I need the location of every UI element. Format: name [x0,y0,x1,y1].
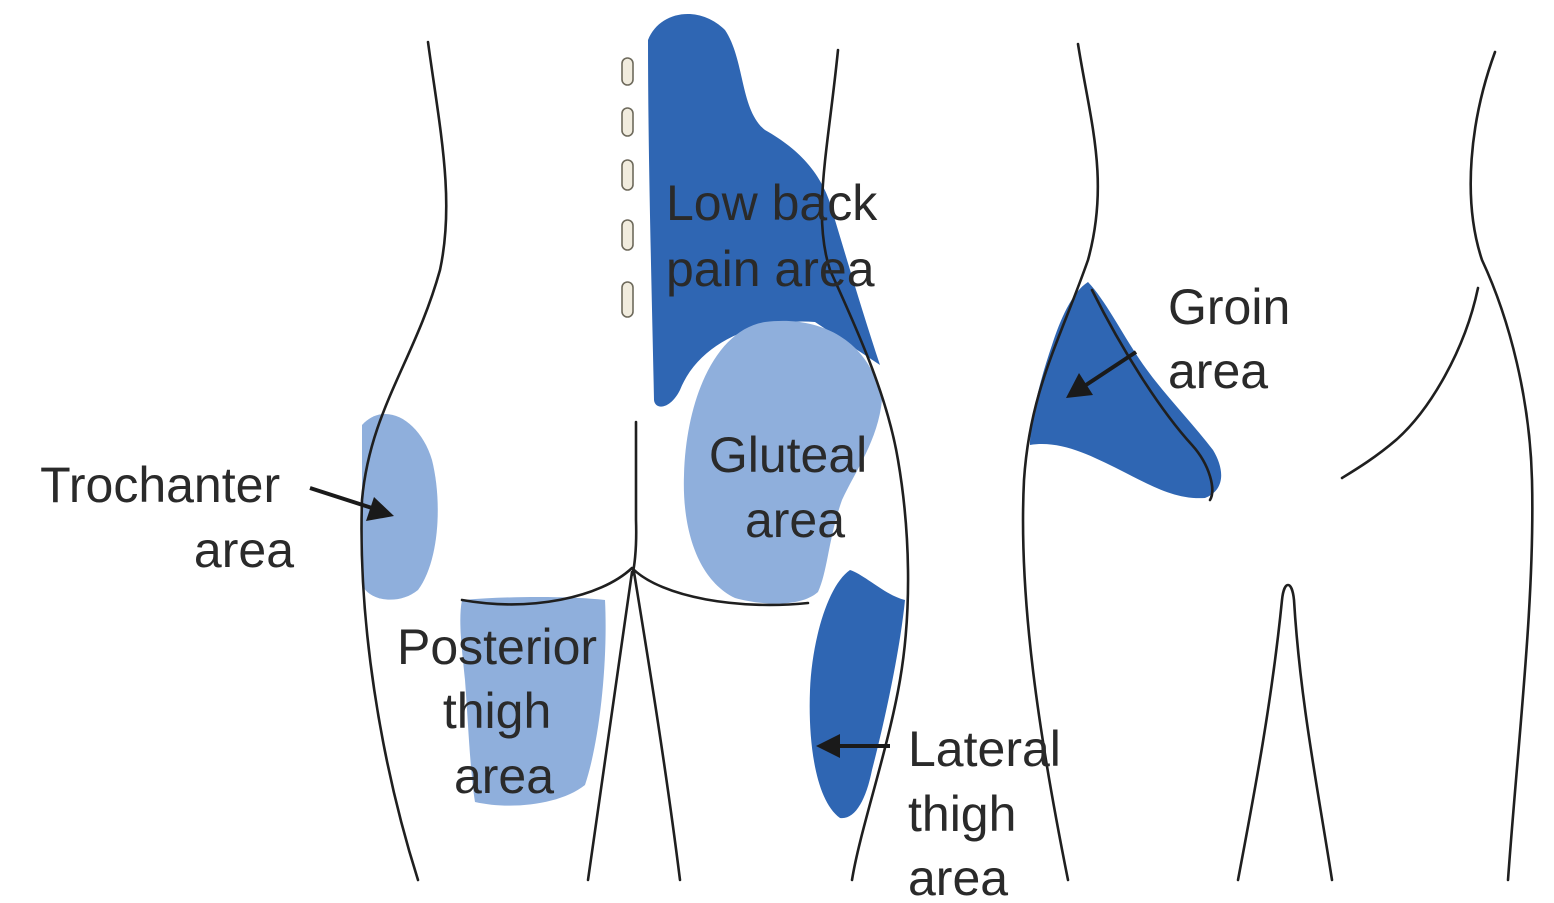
posterior-thigh-label-line-1: Posterior [397,619,597,675]
trochanter-label: Trochanter area [40,457,294,578]
trochanter-label-line-2: area [194,522,294,578]
groin-label-line-2: area [1168,343,1268,399]
gluteal-label-line-1: Gluteal [709,427,867,483]
lateral-thigh-label-line-2: thigh [908,786,1016,842]
posterior-thigh-label-line-3: area [454,748,554,804]
posterior-thigh-label-line-2: thigh [443,683,551,739]
low-back-pain-label-line-1: Low back [666,175,878,231]
anterior-body-outline [1023,44,1532,880]
gluteal-label-line-2: area [745,492,845,548]
low-back-pain-label-line-2: pain area [666,241,875,297]
lateral-thigh-label: Lateral thigh area [908,721,1075,903]
groin-label-line-1: Groin [1168,279,1290,335]
groin-label: Groin area [1168,279,1304,399]
lateral-thigh-region [810,570,905,818]
spine-vertebrae [622,58,633,317]
lateral-thigh-label-line-3: area [908,850,1008,903]
trochanter-label-line-1: Trochanter [40,457,280,513]
lateral-thigh-label-line-1: Lateral [908,721,1061,777]
